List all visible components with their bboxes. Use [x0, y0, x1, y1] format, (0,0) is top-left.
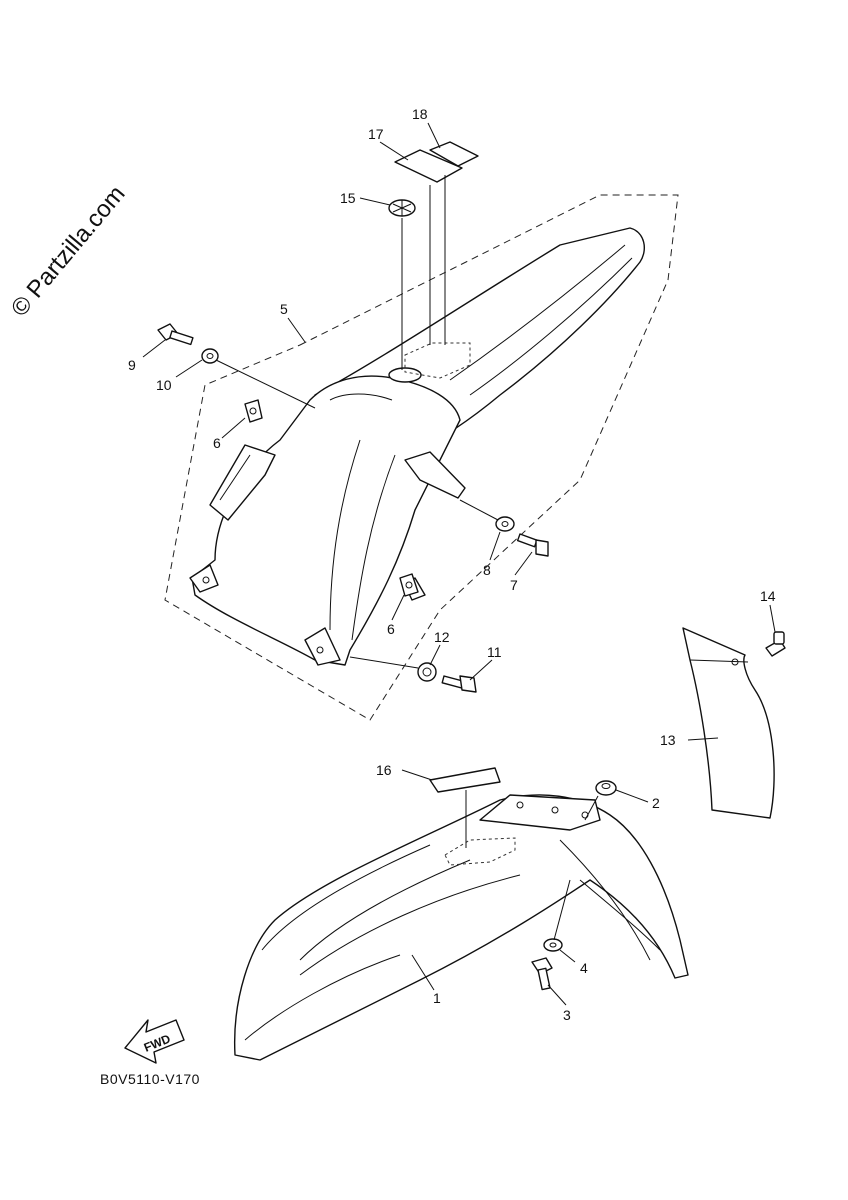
decal-area-rear: [404, 342, 471, 379]
callout-15: 15: [340, 190, 356, 206]
callout-17: 17: [368, 126, 384, 142]
callout-11: 11: [487, 644, 502, 660]
callout-3: 3: [563, 1007, 571, 1023]
bolt-11[interactable]: [441, 675, 477, 693]
callout-7: 7: [510, 577, 518, 593]
mud-flap[interactable]: [682, 627, 775, 819]
callout-6-upper: 6: [213, 435, 221, 451]
decal-area-front: [444, 837, 516, 866]
callout-10: 10: [156, 377, 172, 393]
fwd-arrow: FWD: [124, 1019, 185, 1064]
washer-10[interactable]: [201, 348, 219, 364]
grommet-2[interactable]: [595, 780, 617, 796]
callout-6-lower: 6: [387, 621, 395, 637]
bolt-3[interactable]: [531, 957, 553, 991]
decal-18[interactable]: [429, 141, 479, 167]
explosion-lines: [215, 175, 599, 941]
decal-16[interactable]: [429, 767, 501, 793]
nut-6-lower[interactable]: [399, 573, 419, 597]
watermark: © Partzilla.com: [6, 181, 131, 322]
callout-16: 16: [376, 762, 392, 778]
collar-12[interactable]: [417, 662, 437, 682]
screw-14[interactable]: [765, 631, 786, 657]
callout-12: 12: [434, 629, 450, 645]
front-fender[interactable]: [233, 794, 689, 1061]
callout-8: 8: [483, 562, 491, 578]
callout-leaders: [142, 122, 776, 1006]
rear-fender-assembly-boundary: [164, 194, 679, 721]
callout-13: 13: [660, 732, 676, 748]
callout-14: 14: [760, 588, 776, 604]
bolt-7[interactable]: [516, 533, 549, 557]
callout-5: 5: [280, 301, 288, 317]
callout-2: 2: [652, 795, 660, 811]
rear-fender[interactable]: [189, 227, 646, 666]
decal-17[interactable]: [394, 149, 463, 183]
diagram-code: B0V5110-V170: [100, 1071, 200, 1087]
callout-9: 9: [128, 357, 136, 373]
nut-6-upper[interactable]: [244, 399, 263, 423]
callout-1: 1: [433, 990, 441, 1006]
washer-8[interactable]: [495, 516, 515, 532]
callout-18: 18: [412, 106, 428, 122]
callout-4: 4: [580, 960, 588, 976]
washer-4[interactable]: [543, 938, 563, 952]
grommet-15[interactable]: [388, 199, 416, 217]
bolt-9[interactable]: [157, 323, 194, 346]
